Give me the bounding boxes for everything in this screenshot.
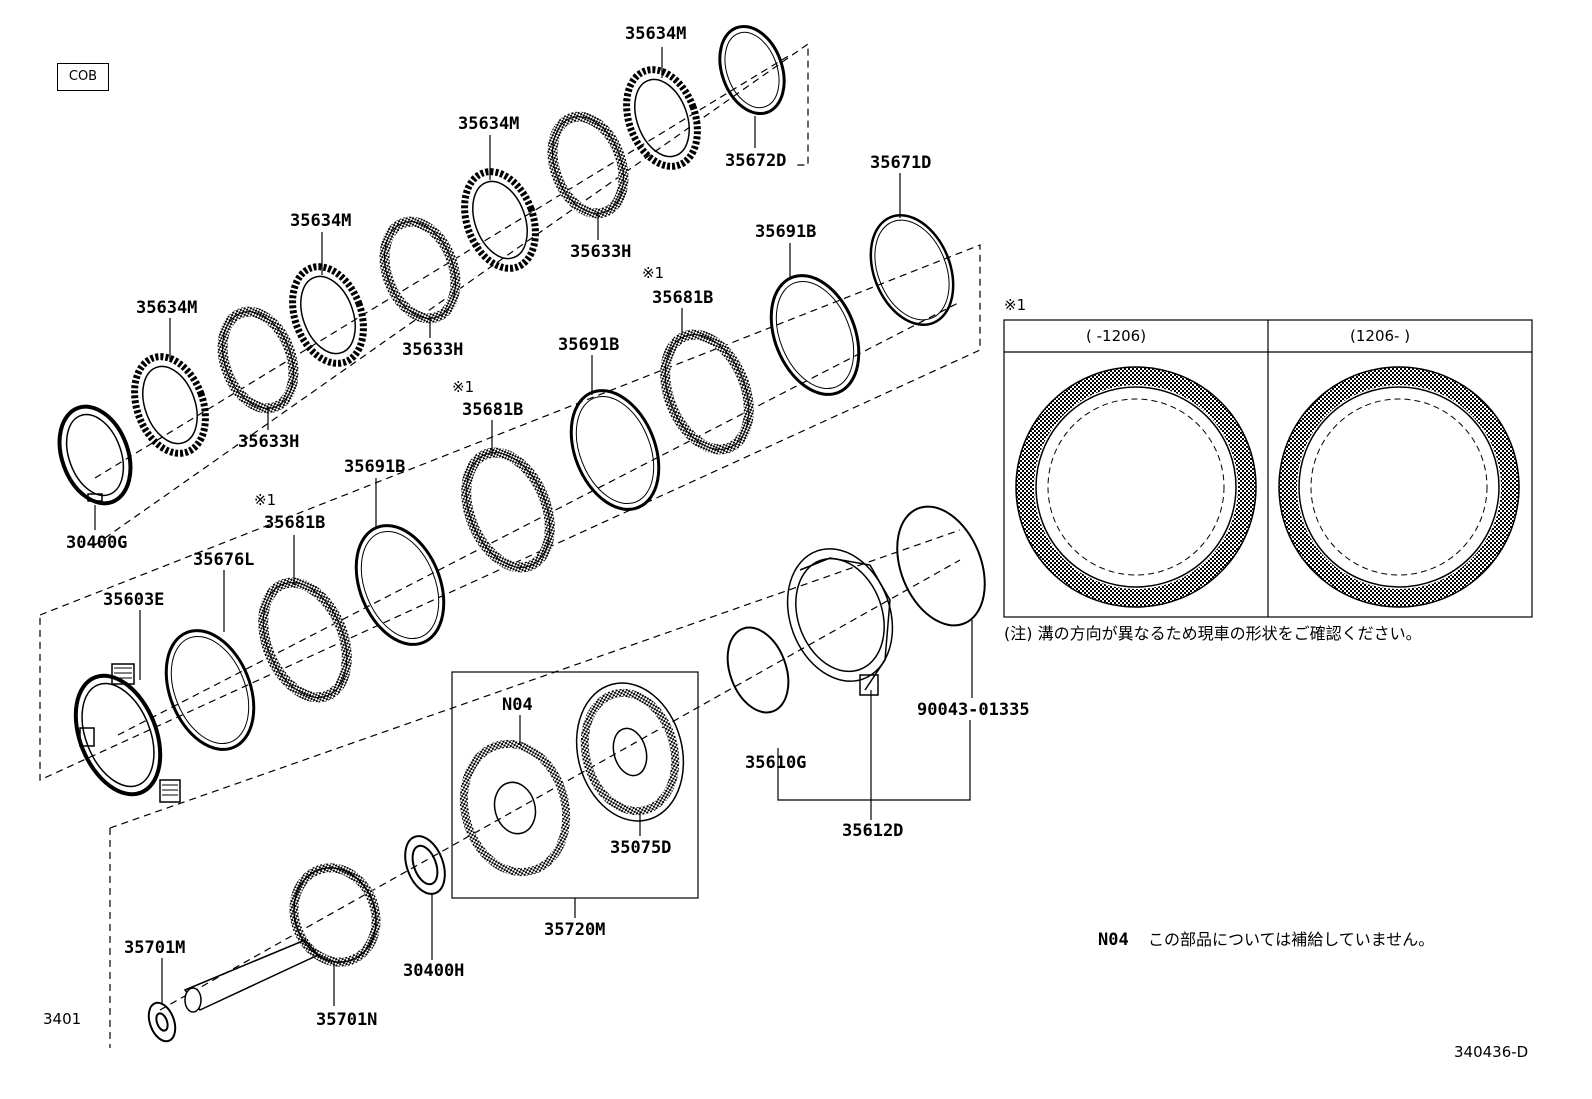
clutch-plate-35676L <box>164 629 256 751</box>
snap-ring-35671D <box>869 214 955 326</box>
friction-disc-35633H-1 <box>547 111 629 219</box>
part-label-35634M[interactable]: 35634M <box>290 211 352 231</box>
part-label-35691B[interactable]: 35691B <box>755 222 817 242</box>
section-code-box: COB <box>57 63 109 91</box>
note-mark: ※1 <box>1004 296 1027 314</box>
part-label-35603E[interactable]: 35603E <box>103 590 165 610</box>
part-label-35681B[interactable]: 35681B <box>462 400 524 420</box>
part-label-35671D[interactable]: 35671D <box>870 153 932 173</box>
inset-column-label-left: ( -1206) <box>1086 327 1147 345</box>
o-ring-90043-01335 <box>896 505 986 627</box>
part-label-35691B[interactable]: 35691B <box>344 457 406 477</box>
clutch-plate-35634M-4 <box>131 353 209 457</box>
part-label-35634M[interactable]: 35634M <box>136 298 198 318</box>
clutch-drum-assembly-35720M <box>451 671 699 899</box>
clutch-plate-35691B-2 <box>569 389 661 511</box>
friction-disc-35681B-2 <box>461 447 555 573</box>
part-label-N04[interactable]: N04 <box>502 695 533 715</box>
thrust-washer-35701M <box>147 1001 177 1043</box>
part-label-90043-01335[interactable]: 90043-01335 <box>917 700 1030 720</box>
friction-disc-35681B-1 <box>660 329 754 455</box>
friction-disc-pre-1206 <box>1015 366 1257 608</box>
legend-code: N04 <box>1098 930 1129 950</box>
part-label-35612D[interactable]: 35612D <box>842 821 904 841</box>
friction-disc-post-1206 <box>1278 366 1520 608</box>
part-label-35681B[interactable]: 35681B <box>652 288 714 308</box>
clutch-drum-35612D <box>786 548 894 696</box>
part-label-35075D[interactable]: 35075D <box>610 838 672 858</box>
piston-35603E <box>73 663 181 803</box>
part-label-35633H[interactable]: 35633H <box>570 242 632 262</box>
leader-lines <box>94 47 973 1006</box>
part-label-35634M[interactable]: 35634M <box>458 114 520 134</box>
part-label-35701N[interactable]: 35701N <box>316 1010 378 1030</box>
part-label-35633H[interactable]: 35633H <box>238 432 300 452</box>
part-label-35633H[interactable]: 35633H <box>402 340 464 360</box>
note-mark: ※1 <box>642 264 665 282</box>
friction-disc-35633H-3 <box>217 306 299 414</box>
clutch-plate-35691B-1 <box>769 274 861 396</box>
part-label-35701M[interactable]: 35701M <box>124 938 186 958</box>
snap-ring-35672D <box>718 24 786 116</box>
clutch-plate-35634M-3 <box>289 263 367 367</box>
page-reference: 3401 <box>43 1010 82 1028</box>
part-label-35681B[interactable]: 35681B <box>264 513 326 533</box>
inset-column-label-right: (1206- ) <box>1350 327 1411 345</box>
part-label-30400G[interactable]: 30400G <box>66 533 128 553</box>
thrust-washer-30400H <box>404 835 446 895</box>
part-label-35720M[interactable]: 35720M <box>544 920 606 940</box>
diagram-id: 340436-D <box>1454 1043 1529 1061</box>
shaft-35701N <box>183 863 381 1013</box>
clutch-plate-35691B-3 <box>354 524 446 646</box>
inset-note: (注) 溝の方向が異なるため現車の形状をご確認ください。 <box>1004 624 1422 643</box>
friction-disc-35633H-2 <box>379 216 461 324</box>
note-mark: ※1 <box>452 378 475 396</box>
part-label-35610G[interactable]: 35610G <box>745 753 807 773</box>
snap-ring-30400G <box>57 404 133 506</box>
part-label-35691B[interactable]: 35691B <box>558 335 620 355</box>
inset-panel <box>1003 319 1533 618</box>
part-label-30400H[interactable]: 30400H <box>403 961 465 981</box>
legend-text: この部品については補給していません。 <box>1148 930 1435 949</box>
friction-disc-35681B-3 <box>258 577 352 703</box>
note-mark: ※1 <box>254 491 277 509</box>
part-label-35672D[interactable]: 35672D <box>725 151 787 171</box>
part-label-35634M[interactable]: 35634M <box>625 24 687 44</box>
seal-ring-35610G <box>726 626 790 714</box>
part-label-35676L[interactable]: 35676L <box>193 550 255 570</box>
